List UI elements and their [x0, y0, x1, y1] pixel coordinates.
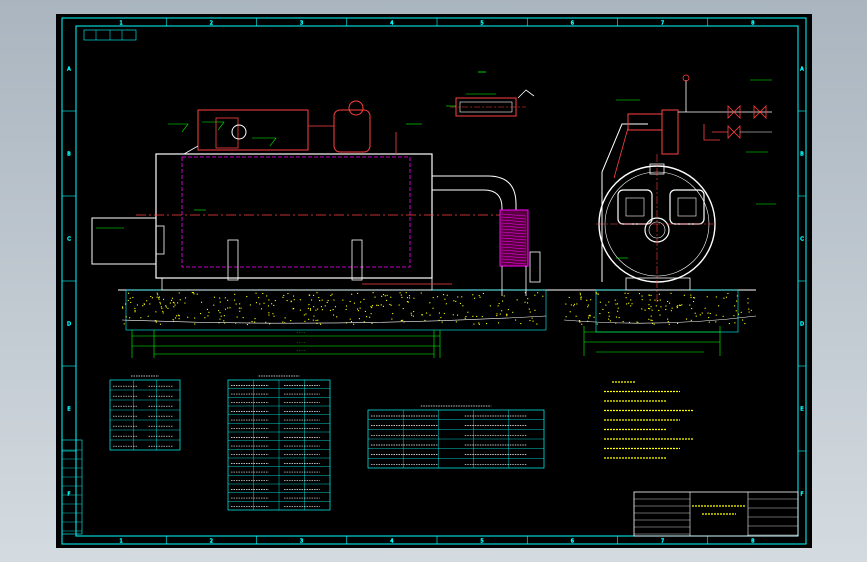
table-mid[interactable]: [227, 375, 331, 511]
grid-label-top: 4: [390, 21, 393, 27]
grid-label-right: F: [801, 492, 804, 498]
grid-label-bottom: 4: [390, 539, 393, 545]
grid-label-top: 5: [481, 21, 484, 27]
flue-pipe[interactable]: [432, 175, 517, 214]
grid-label-top: 2: [210, 21, 213, 27]
burner-box[interactable]: [91, 217, 157, 265]
grid-label-right: A: [800, 67, 804, 73]
grid-label-left: D: [67, 322, 71, 328]
grid-label-right: D: [800, 322, 804, 328]
table-right[interactable]: [367, 405, 545, 469]
technical-notes: [604, 381, 694, 459]
foundation-hatch-side: [563, 292, 757, 325]
table-left[interactable]: [109, 375, 181, 451]
top-pipework[interactable]: [197, 109, 309, 151]
legend-tables[interactable]: [109, 375, 545, 511]
grid-label-left: A: [67, 67, 71, 73]
economizer-fill: [501, 213, 527, 265]
outer-frame: [61, 17, 807, 545]
grid-label-bottom: 7: [661, 539, 664, 545]
dimensions-front: [131, 330, 441, 358]
dimensions-side: [583, 326, 721, 356]
grid-label-top: 6: [571, 21, 574, 27]
grid-label-left: C: [67, 237, 71, 243]
section-detail[interactable]: [446, 71, 535, 117]
foundation-hatch-front: [121, 292, 547, 326]
svg-text:----: ----: [296, 348, 306, 353]
grid-label-top: 3: [300, 21, 303, 27]
grid-label-top: 8: [751, 21, 754, 27]
grid-label-right: E: [800, 407, 803, 413]
grid-label-left: F: [68, 492, 71, 498]
leader-tags-side: [616, 79, 776, 259]
grid-label-top: 7: [661, 21, 664, 27]
grid-label-top: 1: [120, 21, 123, 27]
grid-label-left: B: [67, 152, 71, 158]
side-view[interactable]: [561, 74, 776, 356]
leader-tags-front: [96, 121, 422, 229]
grid-label-bottom: 6: [571, 539, 574, 545]
svg-text:----: ----: [296, 340, 306, 345]
revision-strip: [61, 439, 83, 535]
grid-label-bottom: 2: [210, 539, 213, 545]
grid-label-bottom: 1: [120, 539, 123, 545]
dimension-labels-front: ---- ---- ----: [296, 330, 306, 353]
grid-label-right: B: [800, 152, 804, 158]
boiler-shell-front[interactable]: [155, 153, 433, 279]
svg-text:----: ----: [296, 330, 306, 335]
grid-label-right: C: [800, 237, 804, 243]
front-view[interactable]: ---- ---- ----: [91, 100, 566, 358]
title-block[interactable]: [633, 491, 799, 537]
grid-label-bottom: 8: [751, 539, 754, 545]
grid-label-left: E: [67, 407, 70, 413]
grid-label-bottom: 3: [300, 539, 303, 545]
grid-label-bottom: 5: [481, 539, 484, 545]
inner-furnace-outline: [181, 156, 411, 268]
